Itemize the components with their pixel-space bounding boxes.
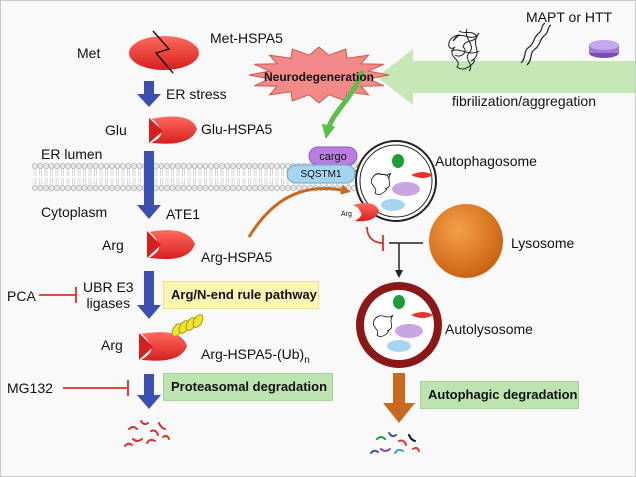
ate1-label: ATE1 [166, 206, 200, 222]
sqstm1-label: SQSTM1 [300, 169, 342, 180]
met-hspa5-label: Met-HSPA5 [210, 30, 283, 46]
aggregate-icon [448, 28, 480, 72]
glu-hspa5-label: Glu-HSPA5 [201, 121, 273, 137]
autophagosome [355, 140, 437, 222]
proteasomal-degradation-box: Proteasomal degradation [163, 373, 333, 401]
cargo-complex [286, 146, 358, 184]
arrow-glu-to-arg [137, 151, 161, 219]
mapt-or-htt-label: MAPT or HTT [526, 9, 613, 25]
proteasome-peptide-fragments [124, 420, 170, 447]
er-lumen-label: ER lumen [41, 146, 103, 162]
cargo-label: cargo [319, 151, 347, 163]
ub-subscript: n [304, 354, 310, 366]
autophagy-fragments [370, 432, 420, 454]
autophagic-degradation-box: Autophagic degradation [420, 381, 579, 409]
fusion-arrow [389, 242, 423, 278]
pca-label: PCA [7, 288, 36, 304]
autophagic-degradation-arrow [383, 373, 415, 423]
er-stress-label: ER stress [166, 86, 227, 102]
arg-residue-label: Arg [102, 237, 124, 253]
pca-inhibitor [39, 287, 77, 303]
met-residue-label: Met [77, 45, 101, 61]
arg-hspa5-ub-protein [139, 314, 204, 361]
arg-hspa5-ub-text: Arg-HSPA5-(Ub) [201, 346, 305, 362]
arg-ub-residue-label: Arg [101, 337, 123, 353]
fibrilization-arrow [377, 49, 635, 105]
fusion-inhibitor [366, 226, 384, 251]
arg-hspa5-label: Arg-HSPA5 [201, 249, 273, 265]
arrow-arg-to-ub [137, 271, 161, 319]
arrow-ub-to-proteasome [137, 374, 161, 409]
arg-hspa5-protein [147, 230, 195, 260]
arrow-met-to-glu [137, 81, 161, 107]
glu-residue-label: Glu [105, 122, 127, 138]
met-hspa5-protein [129, 30, 199, 74]
autolysosome [356, 282, 442, 368]
neurodegeneration-label: Neurodegeneration [264, 70, 375, 84]
arg-hspa5-ub-label: Arg-HSPA5-(Ub)n [201, 346, 310, 369]
mg132-inhibitor [63, 380, 129, 396]
mg132-label: MG132 [7, 380, 53, 396]
green-curved-arrow [321, 70, 366, 139]
arg-to-autophagosome-arrow [247, 184, 351, 238]
lysosome-label: Lysosome [511, 235, 575, 251]
oligomer-disc-icon [589, 40, 619, 58]
arg-small-label: Arg [341, 211, 352, 218]
autolysosome-label: Autolysosome [445, 321, 533, 337]
fibril-icon [520, 22, 552, 66]
small-arg-hspa5 [353, 203, 379, 222]
glu-hspa5-protein [149, 116, 197, 144]
cytoplasm-label: Cytoplasm [41, 204, 108, 220]
arg-n-end-rule-box: Arg/N-end rule pathway [163, 281, 319, 309]
autophagosome-label: Autophagosome [435, 153, 537, 169]
ubiquitin-chain [171, 314, 204, 337]
lysosome [429, 204, 503, 278]
fibrilization-label: fibrilization/aggregation [452, 93, 596, 109]
blue-pathway-arrows [137, 81, 161, 409]
ubr-e3-ligases-label: UBR E3 ligases [83, 279, 134, 311]
